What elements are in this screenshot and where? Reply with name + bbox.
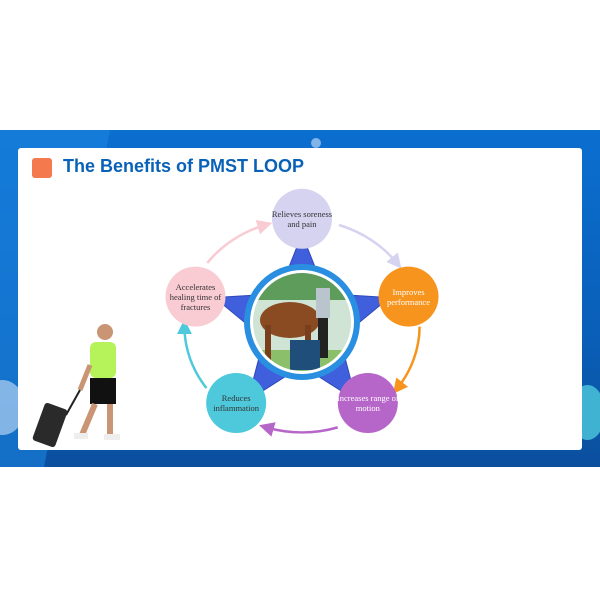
person-with-device-image xyxy=(32,324,120,448)
cycle-arrow xyxy=(338,223,402,269)
slide-title: The Benefits of PMST LOOP xyxy=(63,156,305,176)
cycle-arrow xyxy=(259,422,339,437)
benefit-node xyxy=(378,266,439,327)
decorative-bubble xyxy=(311,138,321,148)
benefit-label: Reduces inflammation xyxy=(213,393,260,414)
cycle-arrow xyxy=(206,219,273,264)
benefit-node xyxy=(337,373,398,434)
benefit-label: Improves performance xyxy=(387,286,430,307)
title-marker xyxy=(32,158,52,178)
cycle-arrow xyxy=(176,319,208,389)
benefit-node xyxy=(272,188,332,249)
cycle-arrow xyxy=(392,326,421,394)
benefit-node xyxy=(165,266,226,327)
benefit-label: Increases range of motion xyxy=(336,393,399,414)
benefit-label: Accelerates healing time of fractures xyxy=(169,281,222,312)
benefit-label: Relieves soreness and pain xyxy=(271,208,333,229)
benefit-node xyxy=(206,373,267,434)
